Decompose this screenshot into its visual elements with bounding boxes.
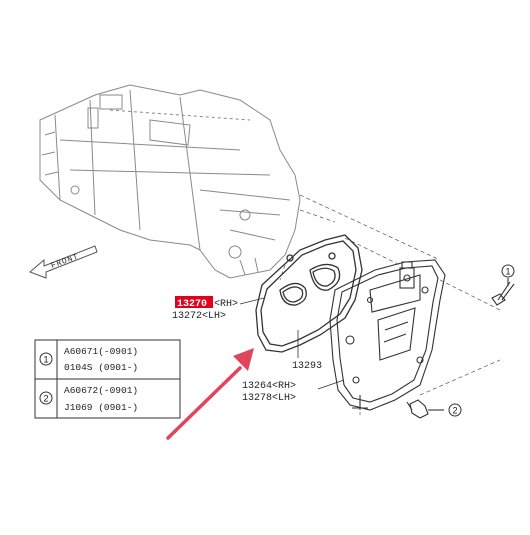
label-13278-lh: 13278<LH>	[242, 393, 296, 404]
legend-row-2: 2 A60672(-0901) J1069 (0901-)	[39, 385, 138, 413]
legend-table: 1 A60671(-0901) 0104S (0901-) 2 A60672(-…	[34, 339, 181, 419]
label-13264-rh: 13264<RH>	[242, 381, 296, 392]
legend-marker-2	[39, 391, 53, 405]
engine-outline	[39, 84, 301, 279]
highlight-box	[175, 296, 213, 308]
valve-cover	[329, 259, 446, 411]
part-side-rh: <RH>	[214, 299, 238, 310]
front-label: FRONT	[50, 252, 80, 270]
callout-marker-2: 2	[448, 403, 462, 417]
legend-row-1-line1: A60671(-0901)	[64, 346, 138, 357]
legend-marker-1	[39, 352, 53, 366]
svg-text:2: 2	[452, 406, 457, 416]
legend-row-1: 1 A60671(-0901) 0104S (0901-)	[39, 346, 138, 373]
svg-text:2: 2	[43, 394, 48, 405]
bolt-1	[491, 278, 515, 306]
label-13272-lh: 13272<LH>	[172, 311, 226, 322]
red-pointer-arrow	[166, 348, 254, 440]
callout-marker-1: 1	[501, 264, 515, 278]
leader-gasket	[239, 297, 265, 305]
front-direction-indicator: FRONT	[29, 245, 98, 279]
part-number-highlighted: 13270	[177, 299, 207, 310]
bolt-2	[406, 399, 444, 419]
valve-cover-gasket	[255, 234, 363, 353]
svg-text:1: 1	[43, 355, 48, 366]
label-13293: 13293	[292, 361, 322, 372]
legend-row-1-line2: 0104S (0901-)	[64, 362, 138, 373]
leader-cover	[317, 379, 345, 390]
legend-row-2-line2: J1069 (0901-)	[64, 402, 138, 413]
legend-row-2-line1: A60672(-0901)	[64, 385, 138, 396]
svg-text:1: 1	[505, 267, 510, 277]
label-13270-rh: 13270 <RH>	[175, 296, 238, 310]
assembly-guide-lines	[279, 194, 501, 415]
